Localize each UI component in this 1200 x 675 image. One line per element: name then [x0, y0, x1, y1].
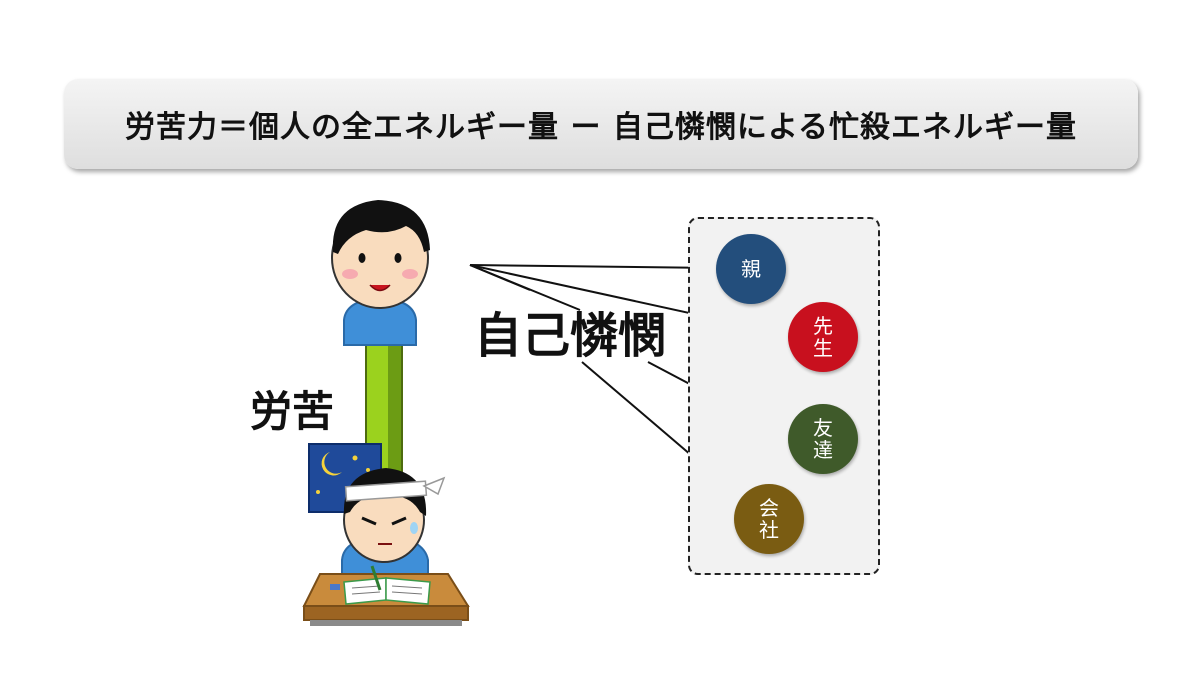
formula-banner: 労苦力＝個人の全エネルギー量 ー 自己憐憫による忙殺エネルギー量	[64, 79, 1138, 169]
smiling-boy-icon	[331, 200, 430, 346]
circle-teacher: 先生	[788, 302, 858, 372]
self-pity-label: 自己憐憫	[474, 308, 667, 364]
circle-friend-label: 友達	[813, 416, 833, 462]
circle-parent-label: 親	[741, 257, 761, 281]
circle-company: 会社	[734, 484, 804, 554]
desk-icon	[302, 565, 470, 626]
hardship-label: 労苦	[250, 387, 335, 436]
circle-friend: 友達	[788, 404, 858, 474]
circle-teacher-label: 先生	[813, 314, 833, 360]
formula-text: 労苦力＝個人の全エネルギー量 ー 自己憐憫による忙殺エネルギー量	[125, 110, 1077, 145]
circle-parent: 親	[716, 234, 786, 304]
studying-boy-icon	[341, 468, 446, 587]
circle-company-label: 会社	[759, 496, 779, 542]
line-head-short	[469, 264, 531, 291]
line-parent	[469, 264, 718, 269]
